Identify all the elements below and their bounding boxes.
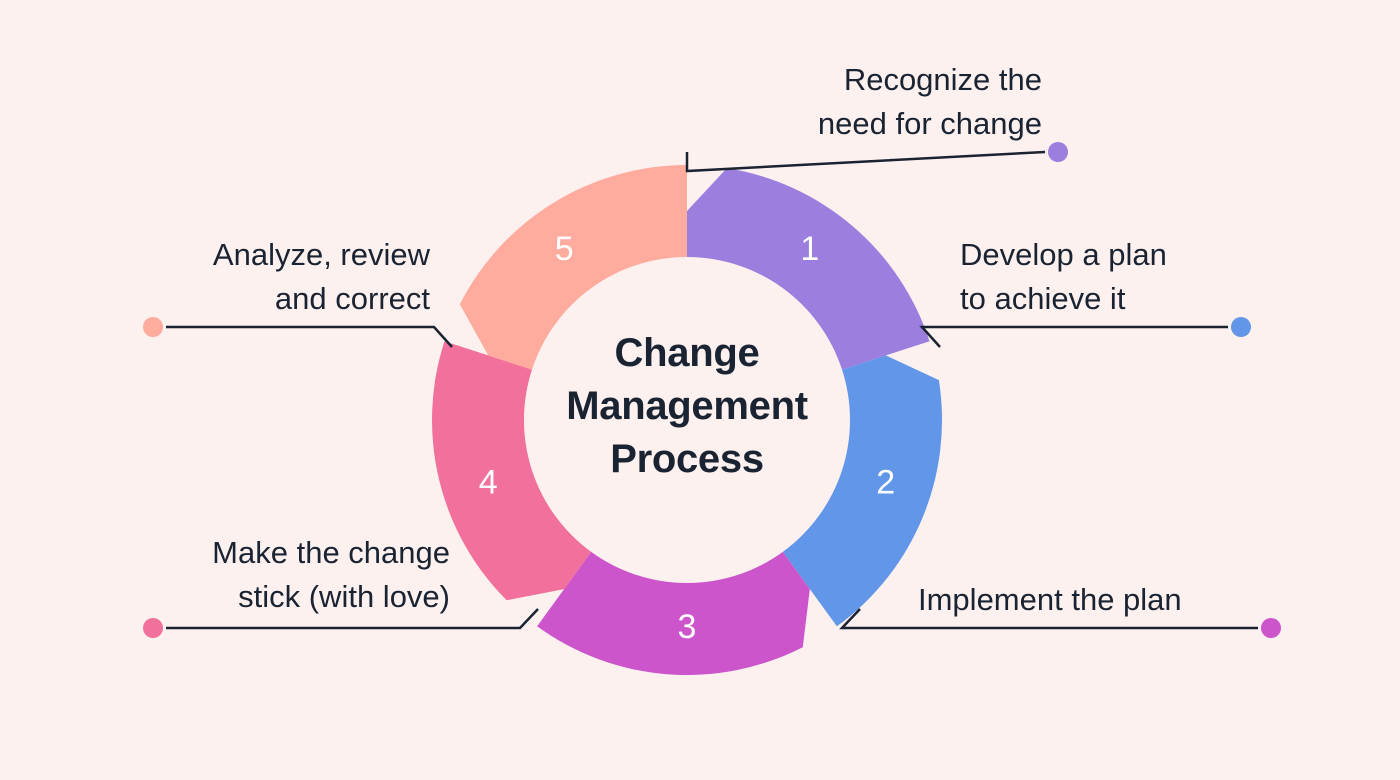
connector-line-1 — [685, 150, 1046, 173]
segment-number-4: 4 — [479, 464, 498, 502]
center-title: Change Management Process — [530, 327, 844, 486]
donut-segment-5[interactable] — [459, 165, 687, 370]
center-title-line-2: Management — [566, 384, 808, 428]
connector-dot-1 — [1048, 142, 1068, 162]
segment-numbers: 1 2 3 4 5 — [479, 230, 895, 646]
connector-dot-3 — [1261, 618, 1281, 638]
segment-number-1: 1 — [800, 230, 819, 268]
callout-label-3: Implement the plan — [918, 582, 1182, 617]
callout-label-4: Make the change stick (with love) — [212, 535, 450, 614]
donut-segments — [431, 165, 942, 675]
connector-line-5 — [166, 325, 453, 348]
connector-line-2 — [919, 325, 1228, 348]
center-title-line-1: Change — [614, 331, 760, 375]
segment-number-3: 3 — [678, 608, 697, 646]
connector-line-3 — [839, 608, 1258, 630]
connector-dot-5 — [143, 317, 163, 337]
donut-segment-3[interactable] — [537, 551, 810, 675]
donut-segment-2[interactable] — [782, 355, 942, 627]
connector-dot-2 — [1231, 317, 1251, 337]
segment-number-5: 5 — [555, 230, 574, 268]
callout-label-5: Analyze, review and correct — [212, 237, 430, 316]
connector-dot-4 — [143, 618, 163, 638]
segment-number-2: 2 — [876, 464, 895, 502]
donut-segment-1[interactable] — [687, 168, 930, 370]
callout-label-2: Develop a plan to achieve it — [960, 237, 1167, 316]
donut-segment-4[interactable] — [431, 341, 592, 601]
callout-connectors — [143, 142, 1281, 638]
connector-line-4 — [166, 608, 539, 630]
center-title-line-3: Process — [610, 437, 764, 481]
callout-label-1: Recognize the need for change — [817, 62, 1042, 141]
